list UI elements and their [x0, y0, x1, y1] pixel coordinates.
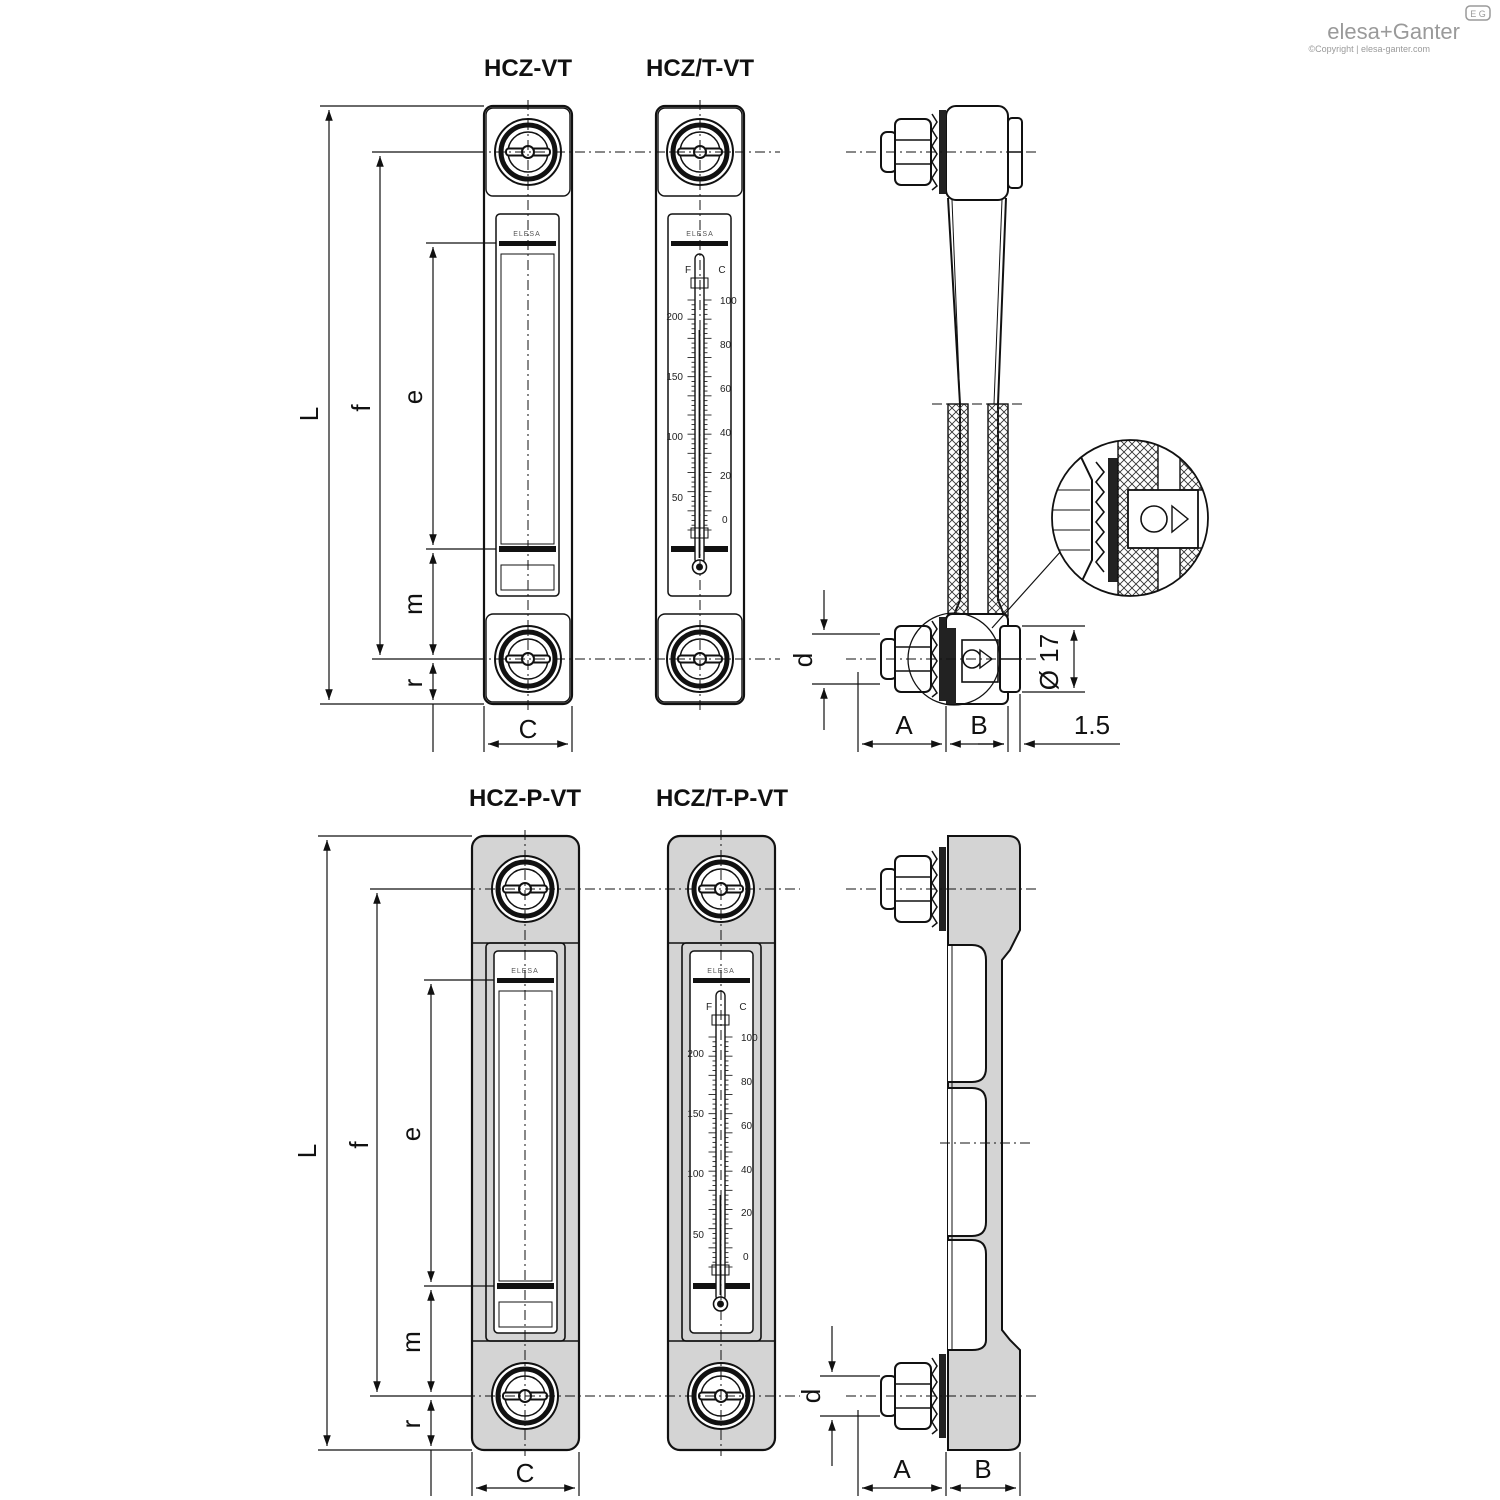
dim-top-e: e	[398, 390, 428, 404]
dim-top-diameter: Ø 17	[1034, 634, 1064, 690]
hcz-p-vt-front-view: ELESA	[470, 834, 581, 1452]
hcz-t-vt-c-0: 0	[722, 515, 728, 526]
dim-bottom-L: L	[292, 1144, 322, 1158]
hcz-t-p-vt-c-60: 60	[741, 1121, 753, 1132]
dim-top-A: A	[895, 710, 913, 740]
logo-copyright: ©Copyright | elesa-ganter.com	[1308, 44, 1430, 54]
dim-top-gap: 1.5	[1074, 710, 1110, 740]
title-hcz-t-vt: HCZ/T-VT	[646, 55, 754, 82]
logo-badge: E G	[1470, 9, 1486, 19]
hcz-t-vt-f-100: 100	[666, 432, 683, 443]
dim-bottom-m: m	[396, 1331, 426, 1353]
hcz-t-vt-c-100: 100	[720, 296, 737, 307]
dim-bottom-f: f	[344, 1141, 374, 1149]
hcz-vt-brand-label: ELESA	[513, 231, 541, 238]
hcz-t-p-vt-f-100: 100	[687, 1169, 704, 1180]
hcz-t-p-vt-f-200: 200	[687, 1049, 704, 1060]
dim-top-f: f	[346, 404, 376, 412]
dim-bottom-C: C	[516, 1458, 535, 1488]
dim-top-d: d	[788, 653, 818, 667]
hcz-t-vt-c-60: 60	[720, 384, 732, 395]
dim-bottom-d: d	[796, 1389, 826, 1403]
logo-badge-frame	[1465, 5, 1491, 21]
hcz-t-p-vt-f-150: 150	[687, 1109, 704, 1120]
dim-top-m: m	[398, 593, 428, 615]
hcz-t-vt-unit-c: C	[718, 265, 725, 276]
top-dimensions: L f e m r C	[294, 105, 573, 752]
hcz-t-vt-c-20: 20	[720, 471, 732, 482]
hcz-t-p-vt-c-80: 80	[741, 1077, 753, 1088]
dim-bottom-e: e	[396, 1127, 426, 1141]
title-hcz-vt: HCZ-VT	[484, 55, 572, 82]
dim-bottom-A: A	[893, 1454, 911, 1484]
dim-top-L: L	[294, 407, 324, 421]
hcz-t-vt-f-50: 50	[672, 493, 684, 504]
side-bottom-dimensions: d A B	[796, 1326, 1021, 1496]
hcz-t-vt-c-40: 40	[720, 428, 732, 439]
bottom-dimensions: L f e m r C	[292, 835, 580, 1496]
hcz-t-p-vt-f-50: 50	[693, 1230, 705, 1241]
logo-brand-text: elesa+Ganter	[1327, 19, 1460, 44]
dim-bottom-r: r	[396, 1419, 426, 1428]
title-hcz-t-p-vt: HCZ/T-P-VT	[656, 785, 788, 812]
hcz-t-p-vt-c-40: 40	[741, 1165, 753, 1176]
title-hcz-p-vt: HCZ-P-VT	[469, 785, 581, 812]
dim-top-B: B	[970, 710, 987, 740]
hcz-t-p-vt-c-100: 100	[741, 1033, 758, 1044]
hcz-t-p-vt-c-0: 0	[743, 1252, 749, 1263]
hcz-t-p-vt-unit-f: F	[706, 1002, 712, 1013]
hcz-t-p-vt-scale-ticks	[708, 1036, 733, 1268]
dim-top-C: C	[519, 714, 538, 744]
hcz-t-vt-f-200: 200	[666, 312, 683, 323]
dim-top-r: r	[398, 678, 428, 687]
hcz-t-vt-unit-f: F	[685, 265, 691, 276]
hcz-t-p-vt-unit-c: C	[739, 1002, 746, 1013]
hcz-p-vt-side-view	[846, 835, 1040, 1451]
hcz-t-vt-scale-ticks	[687, 299, 712, 531]
side-top-dimensions: d Ø 17 A B 1.5	[788, 590, 1120, 752]
dim-bottom-B: B	[974, 1454, 991, 1484]
hcz-t-vt-f-150: 150	[666, 372, 683, 383]
detail-magnified-view	[1051, 439, 1209, 597]
elesa-ganter-logo: E G elesa+Ganter ©Copyright | elesa-gant…	[1308, 5, 1491, 54]
hcz-vt-side-view	[846, 105, 1063, 706]
hcz-t-vt-c-80: 80	[720, 340, 732, 351]
hcz-t-p-vt-c-20: 20	[741, 1208, 753, 1219]
